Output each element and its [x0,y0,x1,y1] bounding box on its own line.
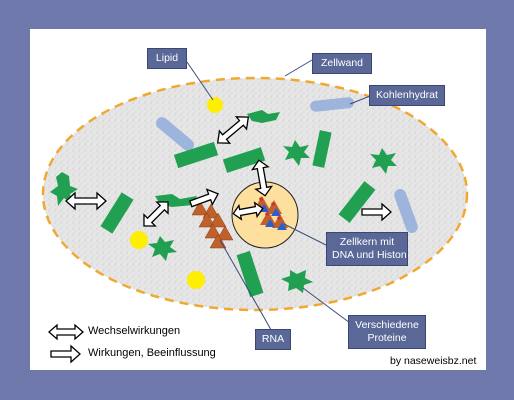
carbohydrate [310,97,354,112]
legend-wirkungen: Wirkungen, Beeinflussung [88,347,216,359]
label-lipid: Lipid [147,48,187,69]
legend-wechselwirkungen: Wechselwirkungen [88,325,181,337]
protein [100,192,134,234]
label-proteine-line1: Verschiedene [355,319,419,331]
protein [148,236,177,261]
double-arrow-icon [48,323,84,341]
effect-arrows [50,188,392,364]
lipid [130,231,148,249]
protein [312,130,332,168]
carbohydrate [394,189,418,233]
arrow-right-icon [50,344,81,364]
arrow-right-icon [188,188,220,208]
label-proteine-line2: Proteine [367,332,407,344]
credit-text: by naseweisbz.net [390,355,477,367]
carbohydrate-molecules [155,97,418,233]
protein-molecules [50,110,397,298]
double-arrow-icon [232,201,264,221]
protein [50,172,78,206]
carbohydrate [155,117,195,151]
double-arrow-icon [143,201,169,227]
leader-lines [186,59,371,336]
protein [370,148,397,174]
label-rna: RNA [255,329,291,350]
label-zellkern-line2: DNA und Histon [332,249,407,261]
double-arrow-icon [250,159,274,197]
lipid [207,97,223,113]
rna-molecules [191,200,234,249]
interaction-arrows [48,116,274,341]
lipid-molecules [130,97,223,289]
protein [173,141,219,169]
double-arrow-icon [216,116,250,144]
label-zellwand: Zellwand [312,53,372,74]
label-zellkern-line1: Zellkern mit [339,236,395,248]
protein [236,250,264,298]
label-kohlenhydrat: Kohlenhydrat [369,85,445,106]
label-proteine: Verschiedene Proteine [348,315,426,349]
protein [281,270,313,293]
protein [283,140,310,166]
protein [222,147,266,173]
protein [338,181,376,223]
protein [247,110,280,123]
arrow-right-icon [361,202,392,222]
lipid [187,271,205,289]
double-arrow-icon [65,191,107,211]
label-zellkern: Zellkern mit DNA und Histon [326,232,408,266]
